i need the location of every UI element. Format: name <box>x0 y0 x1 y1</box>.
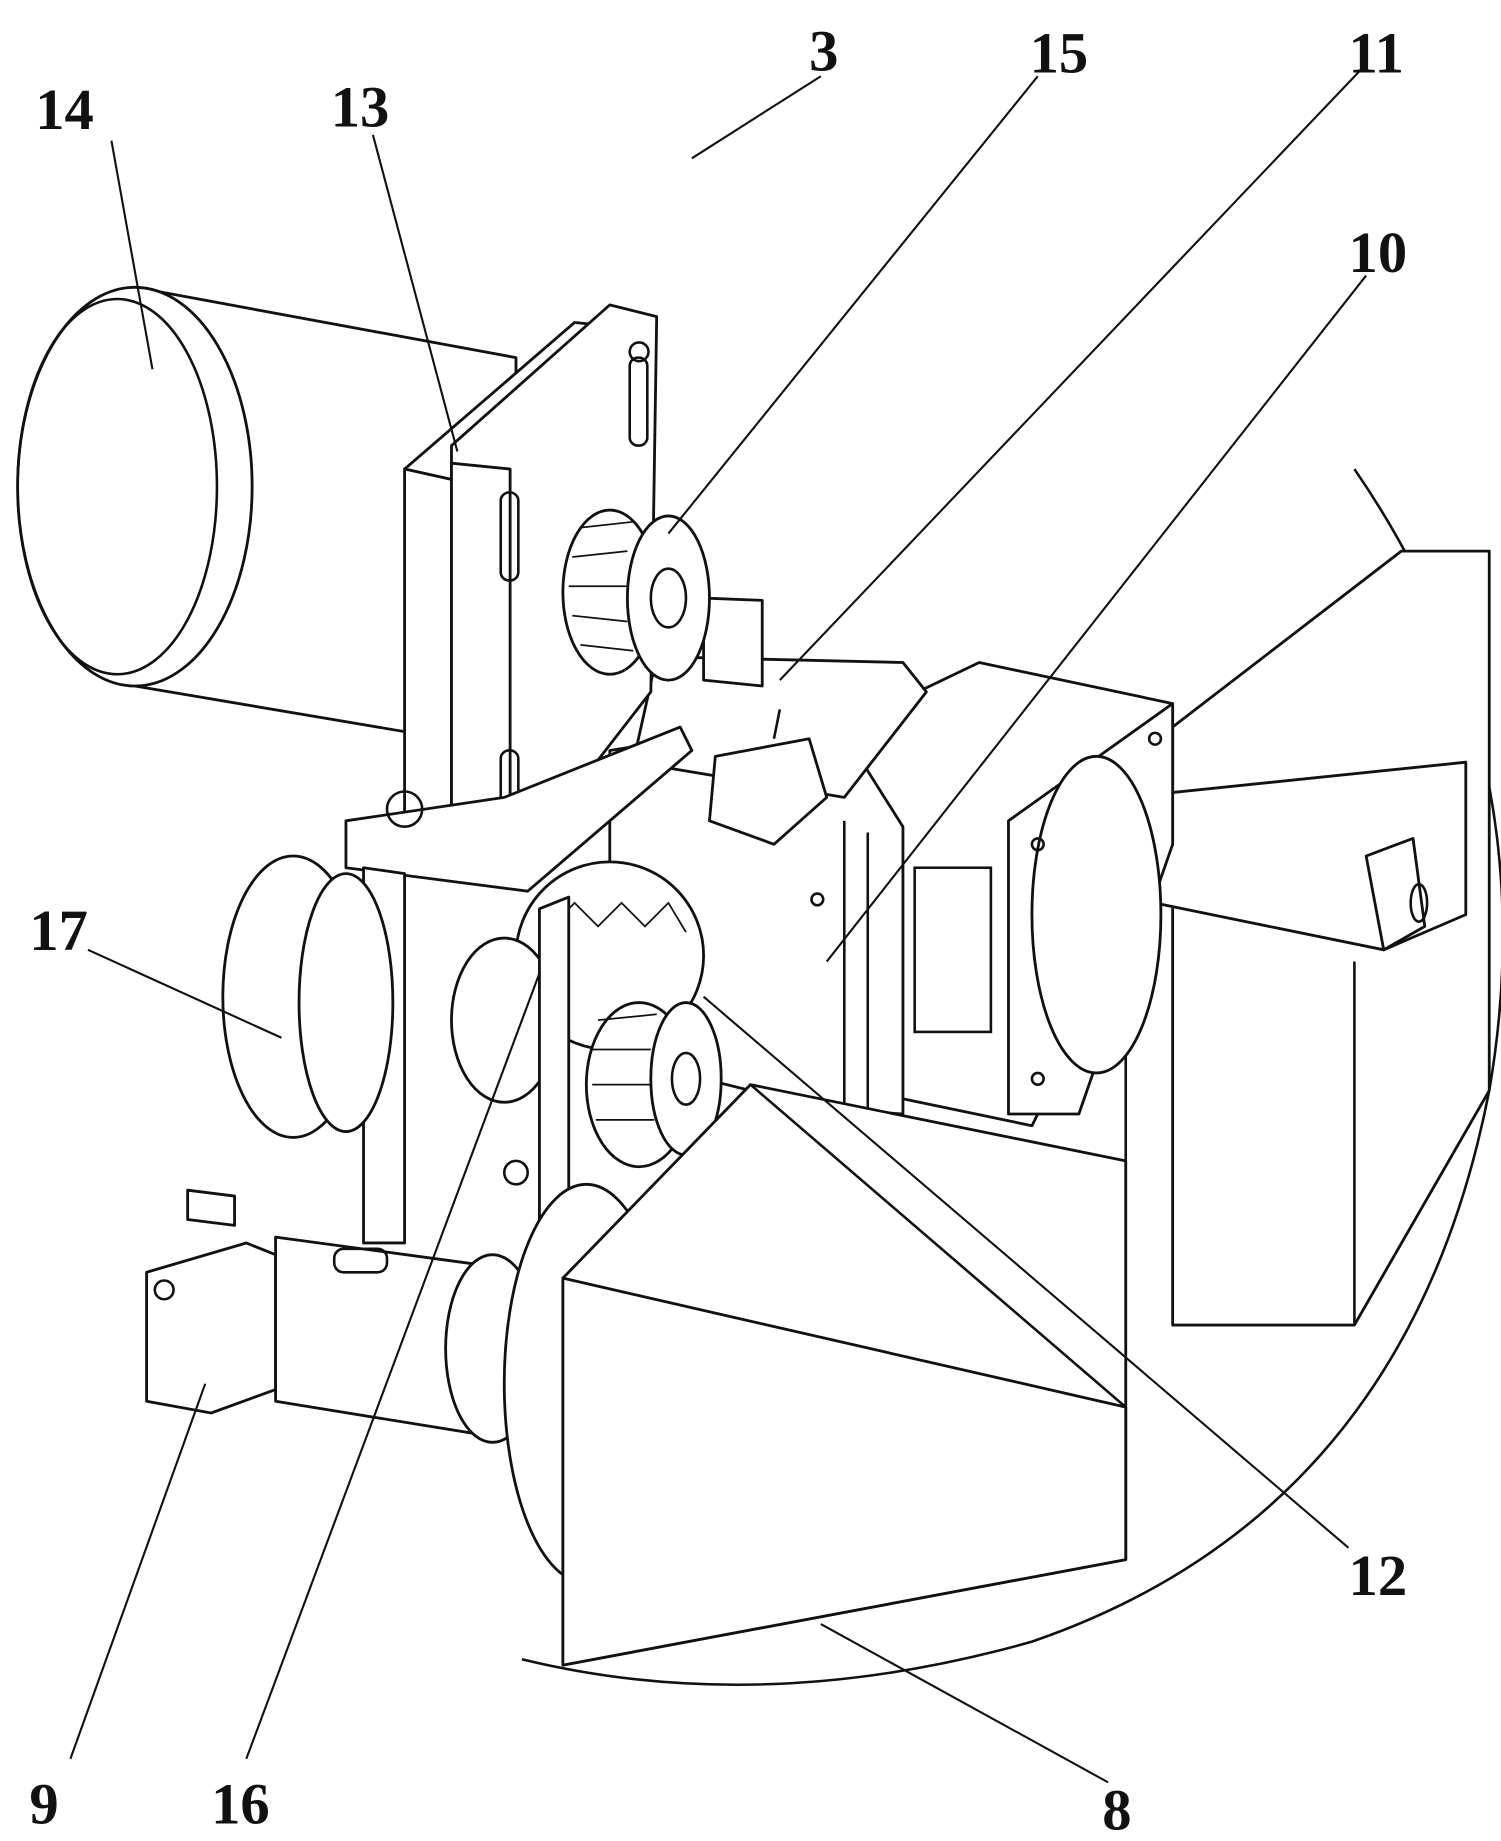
label-10: 10 <box>1349 220 1408 285</box>
label-15: 15 <box>1030 21 1089 86</box>
frame-beam <box>1126 551 1490 1559</box>
label-16: 16 <box>211 1771 270 1836</box>
label-14: 14 <box>35 77 94 142</box>
label-12: 12 <box>1349 1543 1408 1608</box>
roller-17 <box>223 856 393 1137</box>
label-13: 13 <box>331 75 390 140</box>
label-11: 11 <box>1349 21 1404 86</box>
block-8 <box>504 1085 1125 1665</box>
label-9: 9 <box>29 1771 58 1836</box>
cutter-9 <box>147 1190 540 1442</box>
label-8: 8 <box>1102 1777 1131 1841</box>
label-3: 3 <box>809 18 838 83</box>
pulley-15 <box>563 510 710 680</box>
label-17: 17 <box>29 898 88 963</box>
